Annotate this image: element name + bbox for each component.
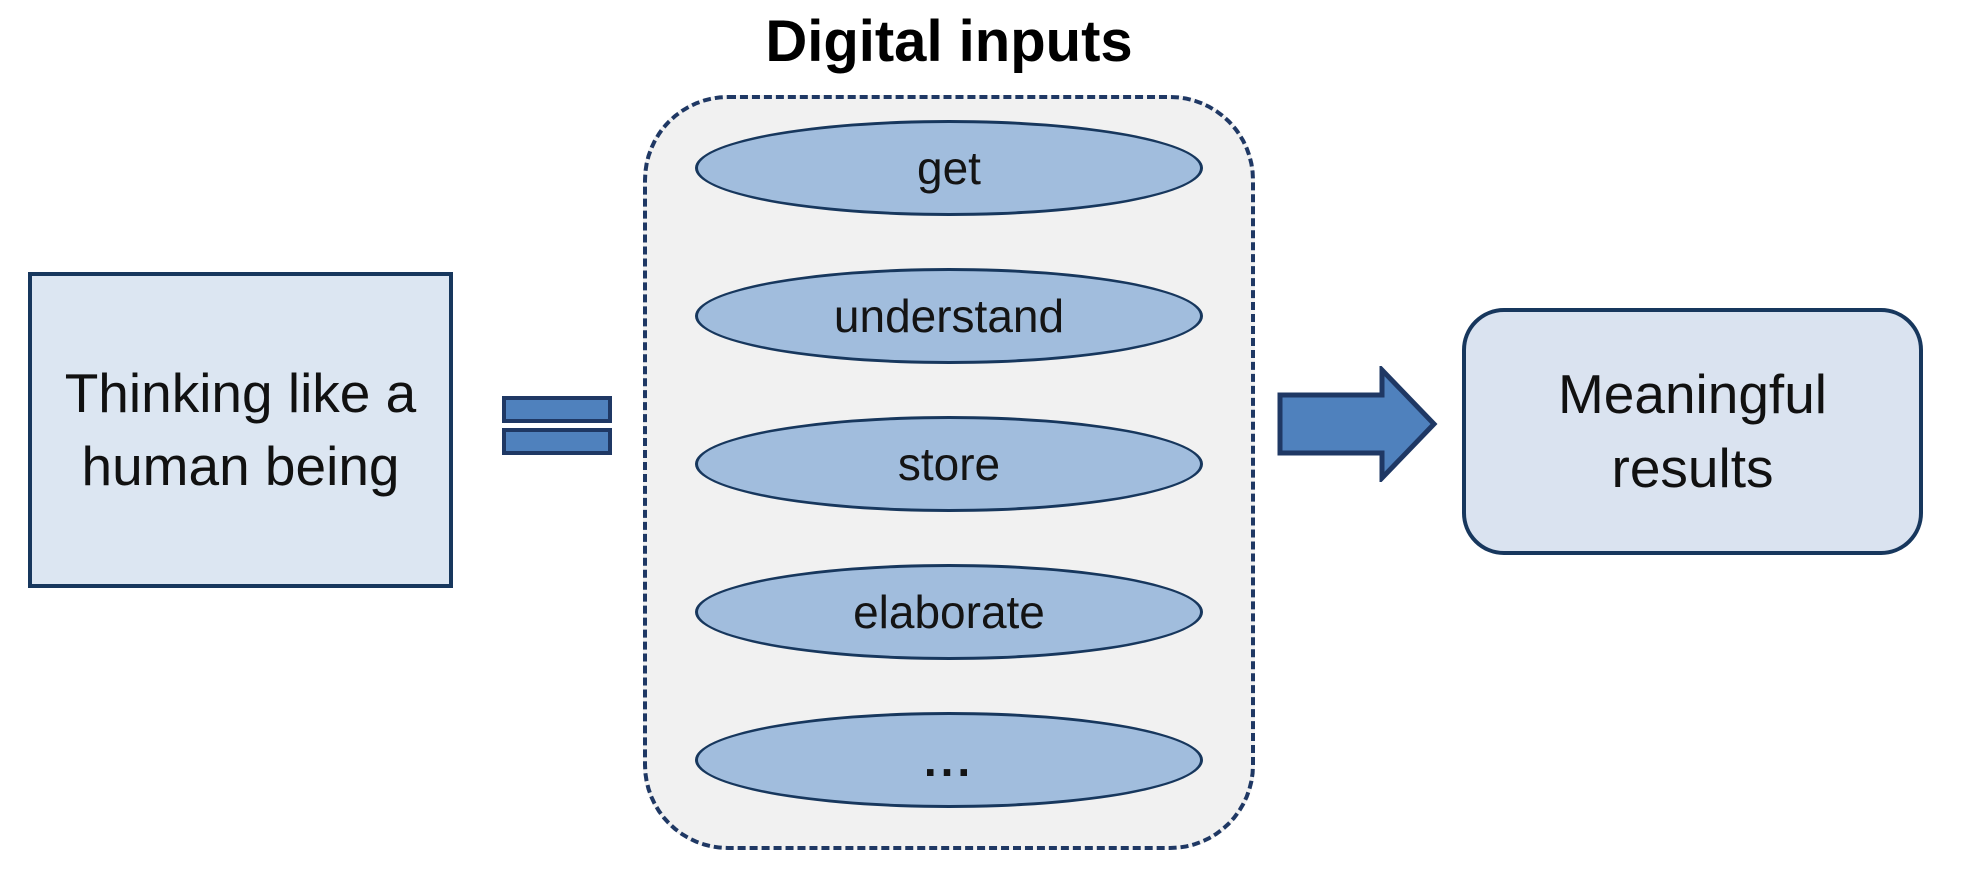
thinking-box: Thinking like a human being [28,272,453,588]
results-box-label: Meaningful results [1557,363,1828,499]
input-ellipse-get: get [695,120,1203,216]
equals-icon [502,396,612,455]
digital-inputs-group: get understand store elaborate ... [643,95,1255,850]
input-label: get [917,142,981,194]
input-ellipse-elaborate: elaborate [695,564,1203,660]
input-label: ... [923,734,975,786]
page-title: Digital inputs [765,9,1133,74]
input-ellipse-store: store [695,416,1203,512]
input-ellipse-ellipsis: ... [695,712,1203,808]
equals-bar-top [502,396,612,423]
input-label: store [897,438,1001,490]
input-ellipse-understand: understand [695,268,1203,364]
results-box: Meaningful results [1462,308,1923,555]
right-arrow-icon [1277,366,1438,482]
input-label: understand [833,290,1065,342]
input-label: elaborate [853,586,1045,638]
equals-bar-bottom [502,428,612,455]
thinking-box-label: Thinking like a human being [64,361,417,497]
